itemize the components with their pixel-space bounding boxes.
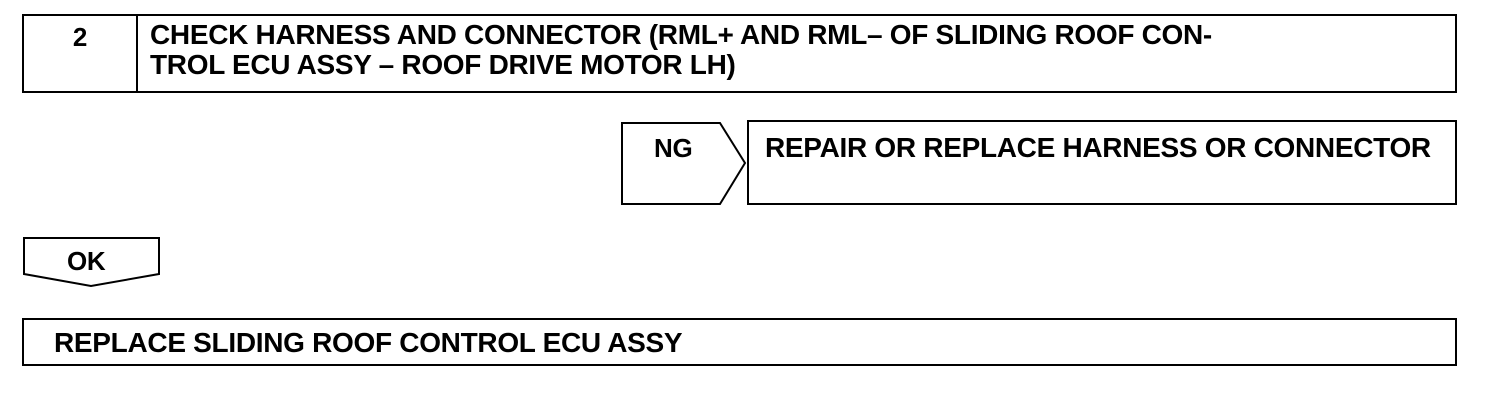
ok-arrow-icon	[23, 237, 160, 288]
step-title: CHECK HARNESS AND CONNECTOR (RML+ AND RM…	[150, 20, 1443, 80]
ng-arrow-icon	[621, 122, 747, 205]
step-header-box: 2 CHECK HARNESS AND CONNECTOR (RML+ AND …	[22, 14, 1457, 93]
step-title-line-1: CHECK HARNESS AND CONNECTOR (RML+ AND RM…	[150, 19, 1212, 50]
step-title-line-2: TROL ECU ASSY – ROOF DRIVE MOTOR LH)	[150, 49, 736, 80]
ng-label: NG	[654, 133, 693, 163]
ng-result-text: REPAIR OR REPLACE HARNESS OR CONNECTOR	[765, 132, 1431, 163]
ng-result-box: REPAIR OR REPLACE HARNESS OR CONNECTOR	[747, 120, 1457, 205]
final-action-box: REPLACE SLIDING ROOF CONTROL ECU ASSY	[22, 318, 1457, 366]
final-action-text: REPLACE SLIDING ROOF CONTROL ECU ASSY	[54, 327, 683, 358]
step-number: 2	[24, 16, 138, 91]
ok-label: OK	[67, 246, 106, 276]
